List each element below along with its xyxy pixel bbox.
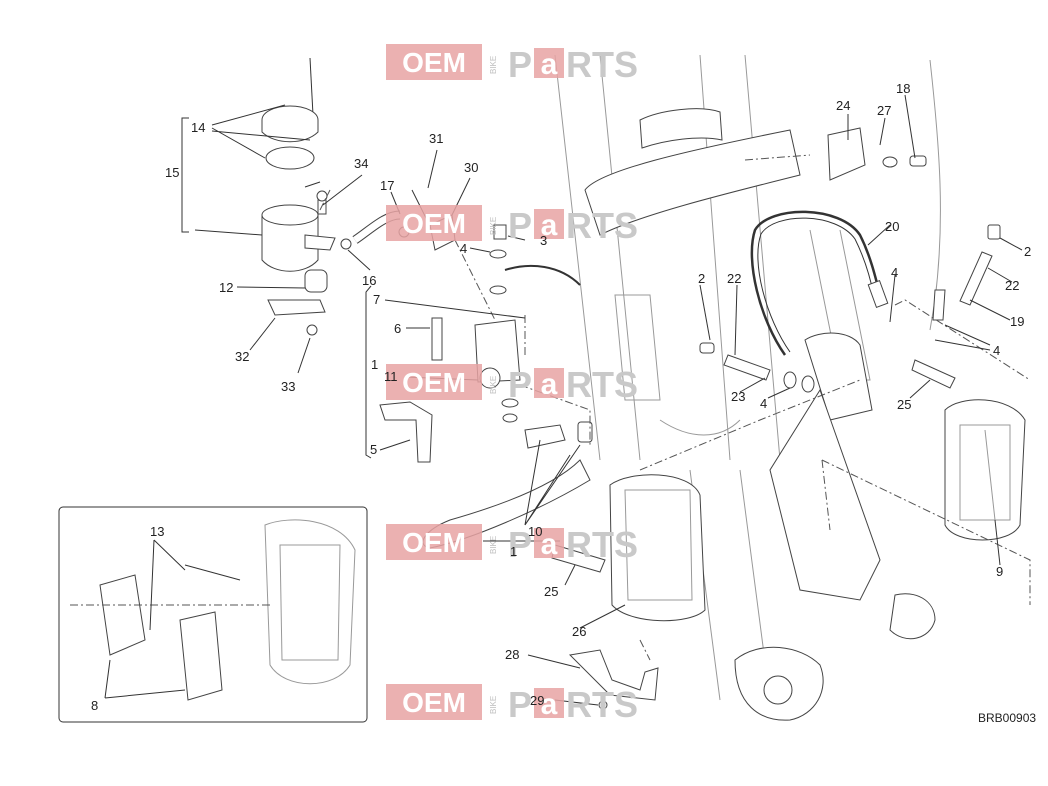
callout-label: 31 (429, 131, 443, 146)
watermark-p: P (508, 364, 532, 405)
watermark-bike: BIKE (489, 536, 498, 554)
watermark-1: OEM BIKE P a RTS (386, 44, 638, 85)
callout-label: 4 (760, 396, 767, 411)
callout-label: 23 (731, 389, 745, 404)
callout-label: 3 (540, 233, 547, 248)
callout-label: 8 (91, 698, 98, 713)
callout-label: 30 (464, 160, 478, 175)
watermark-rts: RTS (566, 684, 638, 725)
watermark-bike: BIKE (489, 376, 498, 394)
callout-label: 32 (235, 349, 249, 364)
callout-label: 2 (698, 271, 705, 286)
callout-label: 10 (528, 524, 542, 539)
watermark-a: a (541, 528, 558, 561)
callout-label: 1 (371, 357, 378, 372)
callout-label: 12 (219, 280, 233, 295)
watermark-p: P (508, 684, 532, 725)
callout-label: 5 (370, 442, 377, 457)
callout-label: 4 (891, 265, 898, 280)
watermark-oem: OEM (402, 527, 466, 558)
watermark-rts: RTS (566, 44, 638, 85)
watermark-oem: OEM (402, 47, 466, 78)
watermark-rts: RTS (566, 364, 638, 405)
brake-fluid-reservoir (261, 57, 336, 336)
callout-label: 11 (384, 369, 398, 384)
front-fork-drawing (554, 54, 946, 721)
watermark-oem: OEM (402, 208, 466, 239)
hardware-top-right (699, 127, 1001, 393)
watermark-5: OEM BIKE P a RTS (386, 684, 638, 725)
callout-label: 25 (544, 584, 558, 599)
watermark-a: a (541, 368, 558, 401)
watermark-a: a (541, 209, 558, 242)
watermark-p: P (508, 205, 532, 246)
bracket-28 (568, 649, 659, 710)
callout-label: 18 (896, 81, 910, 96)
drawing-code: BRB00903 (978, 711, 1036, 725)
watermark-bike: BIKE (489, 217, 498, 235)
callout-labels: 1 1 2 2 3 4 4 4 4 5 6 7 8 9 10 11 12 13 … (91, 81, 1031, 713)
callout-label: 34 (354, 156, 368, 171)
watermark-rts: RTS (566, 205, 638, 246)
assembly-guide-lines (319, 154, 1031, 661)
watermark-2: OEM BIKE P a RTS (386, 205, 638, 246)
watermark-oem: OEM (402, 687, 466, 718)
watermark-p: P (508, 44, 532, 85)
callout-label: 26 (572, 624, 586, 639)
brake-pads-inset (58, 506, 368, 723)
callout-label: 13 (150, 524, 164, 539)
callout-label: 9 (996, 564, 1003, 579)
callout-label: 27 (877, 103, 891, 118)
callout-label: 6 (394, 321, 401, 336)
watermark-oem: OEM (402, 367, 466, 398)
watermark-rts: RTS (566, 524, 638, 565)
brake-hose-20 (750, 210, 889, 356)
watermark-bike: BIKE (489, 696, 498, 714)
callout-label: 24 (836, 98, 850, 113)
callout-label: 19 (1010, 314, 1024, 329)
callout-label: 1 (510, 544, 517, 559)
caliper-left (551, 474, 706, 622)
callout-label: 25 (897, 397, 911, 412)
callout-label: 2 (1024, 244, 1031, 259)
callout-label: 28 (505, 647, 519, 662)
callout-label: 33 (281, 379, 295, 394)
watermark-4: OEM BIKE P a RTS (386, 524, 638, 565)
callout-label: 29 (530, 693, 544, 708)
callout-label: 20 (885, 219, 899, 234)
watermark-bike: BIKE (489, 56, 498, 74)
callout-label: 17 (380, 178, 394, 193)
callout-label: 4 (993, 343, 1000, 358)
watermark-3: OEM BIKE P a RTS (386, 364, 638, 405)
callout-label: 7 (373, 292, 380, 307)
callout-label: 22 (1005, 278, 1019, 293)
caliper-right (911, 359, 1026, 541)
callout-label: 16 (362, 273, 376, 288)
watermark-a: a (541, 48, 558, 81)
callout-label: 15 (165, 165, 179, 180)
callout-label: 14 (191, 120, 205, 135)
watermark-a: a (541, 688, 558, 721)
callout-label: 22 (727, 271, 741, 286)
callout-label: 4 (460, 241, 467, 256)
watermark-p: P (508, 524, 532, 565)
leader-lines (104, 94, 1023, 706)
